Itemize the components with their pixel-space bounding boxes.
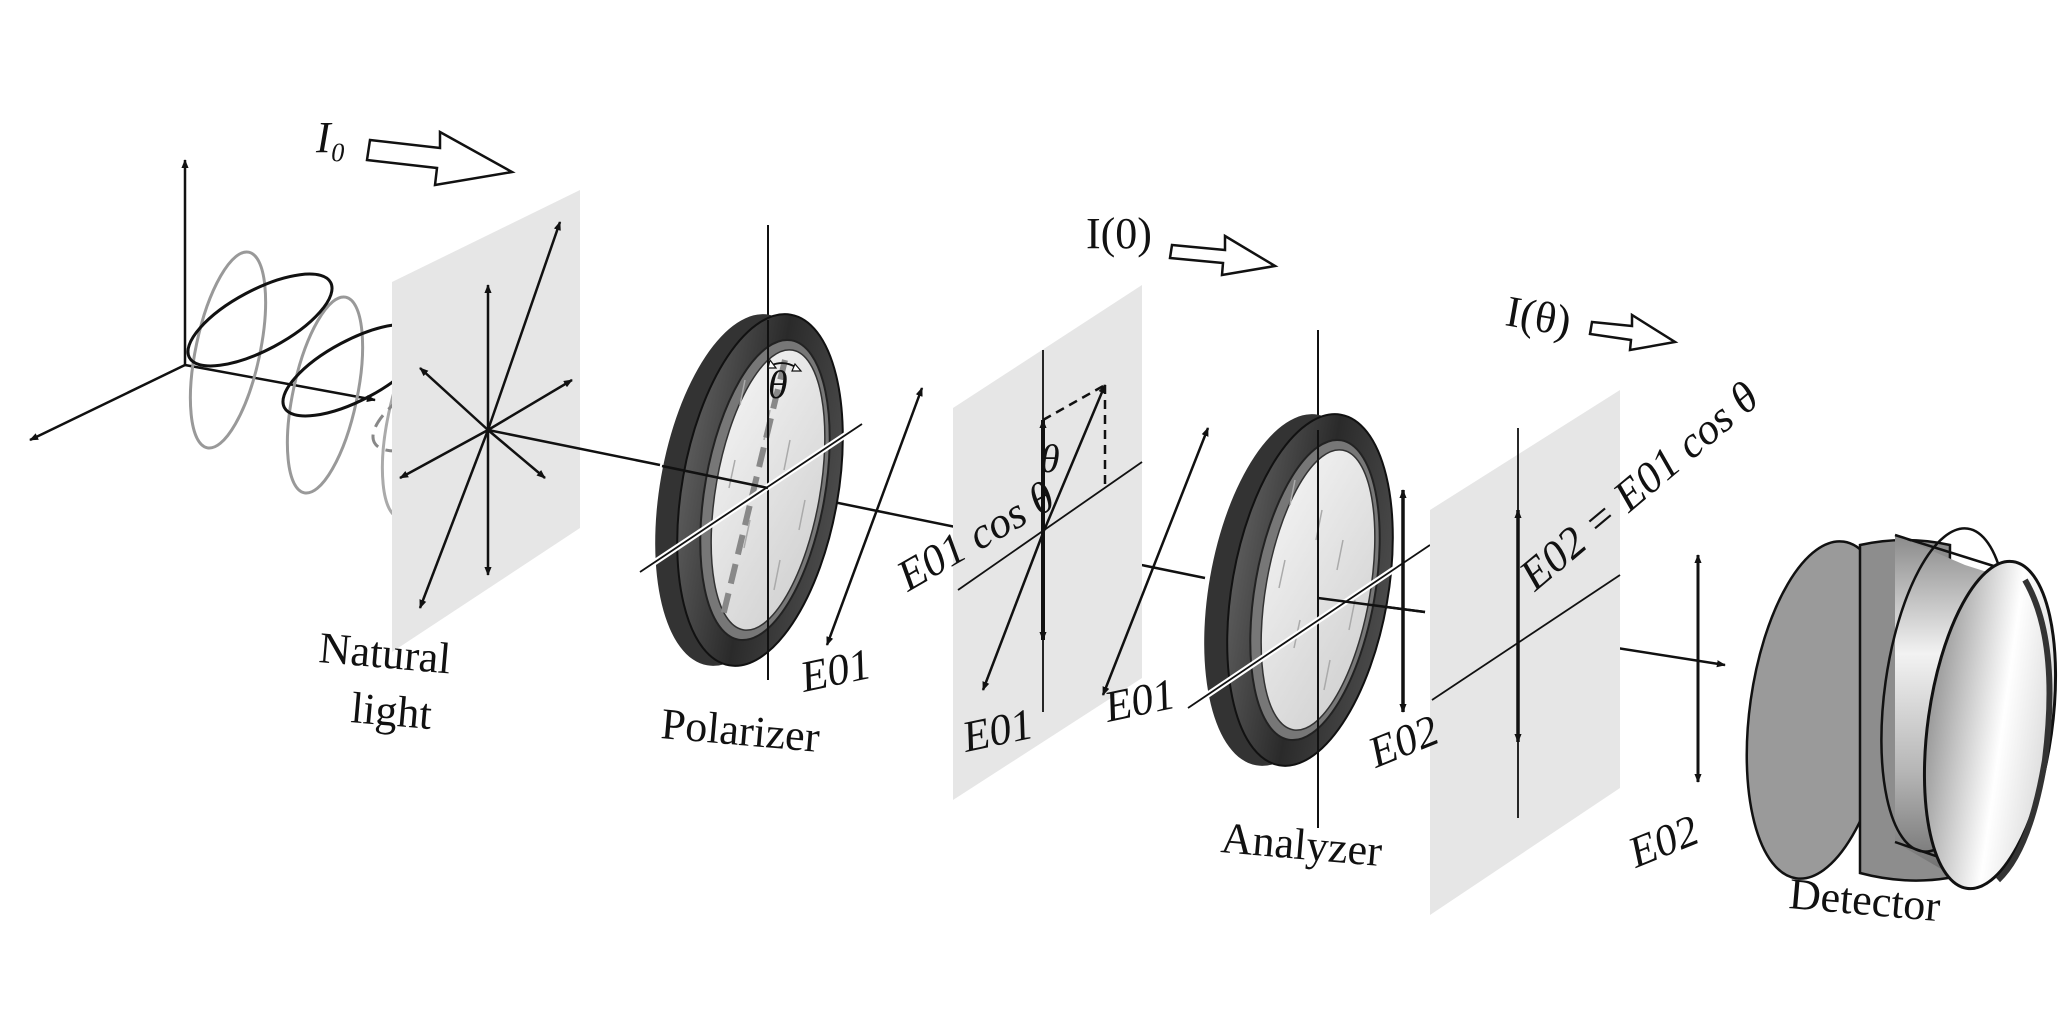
e01-polarizer-label: E01 (795, 639, 876, 702)
intensity-arrow-in (365, 129, 516, 187)
middle-plane (953, 285, 1142, 800)
intensity-out-label: I(θ) (1502, 287, 1575, 347)
analyzer-label: Analyzer (1219, 813, 1384, 876)
e01-vector-transmitted (1101, 427, 1210, 696)
source-axes (29, 159, 376, 442)
detector (1745, 527, 2058, 891)
intensity-arrow-out (1588, 312, 1679, 352)
theta-plane-label: θ (1040, 436, 1060, 481)
intensity-in-label: I₀ (315, 113, 346, 162)
analyzer-output-lines (1431, 428, 1621, 818)
natural-light-vectors (399, 221, 573, 609)
polarizer-label: Polarizer (659, 699, 822, 762)
intensity-mid-label: I(0) (1086, 209, 1152, 258)
analyzer-output-plane (1430, 390, 1620, 915)
natural-light-label-line2: light (349, 683, 434, 739)
intensity-arrow-mid (1168, 233, 1279, 277)
analyzer (1186, 330, 1432, 828)
natural-light-label-line1: Natural (317, 623, 453, 683)
theta-polarizer-label: θ (768, 362, 788, 407)
natural-light-plane (392, 190, 580, 652)
e02-detector-label: E02 (1620, 805, 1705, 877)
polarizer (638, 225, 864, 680)
e01-vector-polarizer (825, 387, 924, 646)
